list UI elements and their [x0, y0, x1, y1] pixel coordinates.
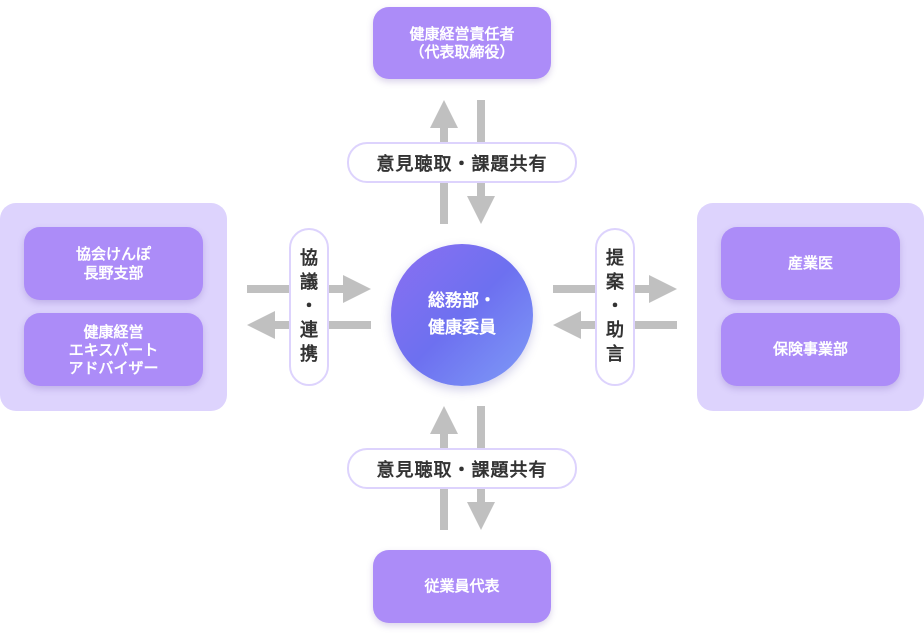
connector-label-bottom-text: 意見聴取・課題共有 [376, 459, 548, 481]
connector-right-char: 助 [606, 320, 624, 341]
top-node-executive: 健康経営責任者 （代表取締役） [373, 7, 551, 79]
right-node-insurance-division: 保険事業部 [721, 313, 900, 386]
left-node-kyokai-kenpo: 協会けんぽ 長野支部 [24, 227, 203, 300]
connector-left-char: 携 [300, 344, 318, 365]
connector-right-char: ・ [606, 296, 624, 317]
left-node-health-advisor: 健康経営 エキスパート アドバイザー [24, 313, 203, 386]
connector-right-char: 案 [606, 272, 624, 293]
connector-left-char: 議 [300, 272, 318, 293]
center-node-general-affairs: 総務部・ 健康委員 [391, 244, 533, 386]
connector-label-bottom: 意見聴取・課題共有 [347, 448, 577, 489]
bottom-node-employee-rep: 従業員代表 [373, 550, 551, 623]
connector-label-right: 提 案 ・ 助 言 [595, 228, 635, 386]
connector-right-char: 言 [606, 344, 624, 365]
connector-left-char: 協 [300, 248, 318, 269]
connector-label-top: 意見聴取・課題共有 [347, 142, 577, 183]
right-node-occupational-physician: 産業医 [721, 227, 900, 300]
connector-label-left: 協 議 ・ 連 携 [289, 228, 329, 386]
connector-right-char: 提 [606, 248, 624, 269]
connector-left-char: 連 [300, 320, 318, 341]
connector-label-top-text: 意見聴取・課題共有 [376, 153, 548, 175]
connector-left-char: ・ [300, 296, 318, 317]
